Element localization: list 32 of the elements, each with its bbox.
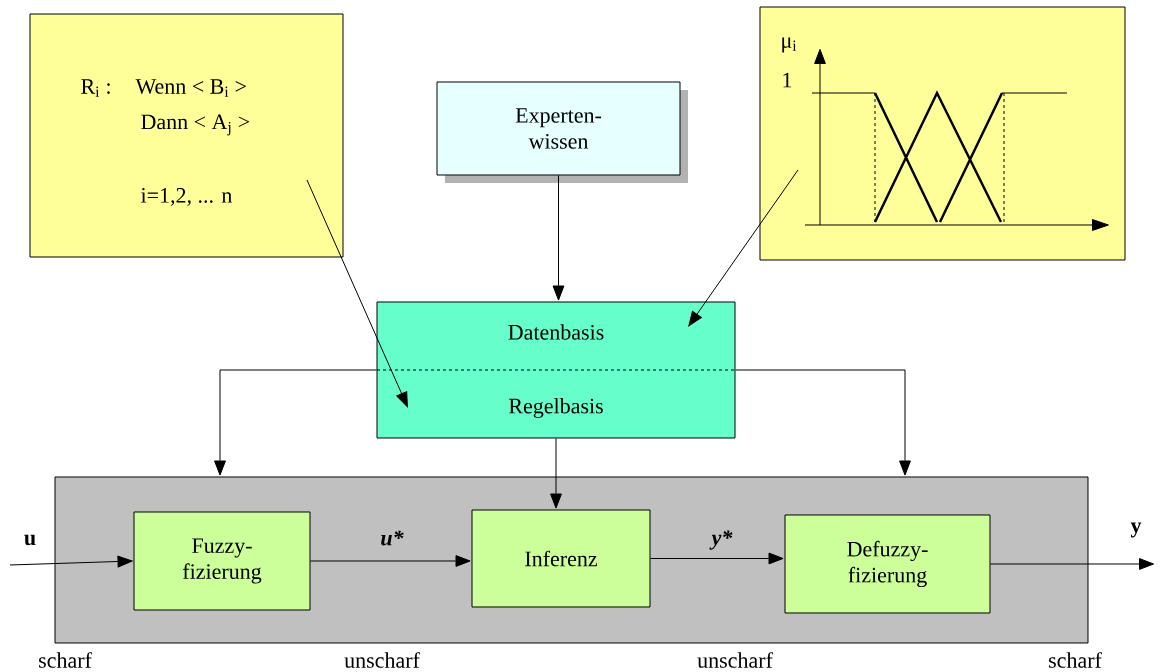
- edge-label: y*: [709, 530, 733, 550]
- arrow: [735, 369, 911, 476]
- edge-label: u: [24, 534, 36, 546]
- signal-label: unscharf: [344, 652, 420, 668]
- rule-text: Wenn < B$_{i}$ >: [135, 79, 246, 97]
- signal-label: scharf: [1049, 652, 1102, 668]
- arrow: [9, 555, 133, 568]
- signal-label: scharf: [39, 652, 92, 668]
- edge-label: u*: [381, 530, 404, 546]
- signal-label: unscharf: [697, 652, 773, 668]
- rule-text: R$_{i}$ :: [81, 79, 110, 97]
- process-box: Inferenz: [471, 509, 651, 608]
- arrow: [650, 552, 784, 565]
- section-label: Regelbasis: [509, 398, 603, 418]
- rule-text: Dann < A$_{j}$ >: [141, 114, 250, 136]
- process-box: Defuzzy- fizierung: [784, 514, 991, 614]
- arrow: [550, 438, 562, 509]
- axis-label: 1: [783, 72, 792, 88]
- arrow: [688, 169, 799, 327]
- arrow: [214, 369, 377, 476]
- arrow: [552, 175, 565, 301]
- process-box: Fuzzy- fizierung: [133, 511, 311, 611]
- knowledge-base-box: [376, 301, 736, 439]
- process-box: Experten- wissen: [436, 81, 681, 176]
- chart-box: [759, 6, 1126, 261]
- arrow: [306, 179, 408, 408]
- edge-label: y: [1130, 522, 1142, 538]
- axis-label: μ$_{i}$: [782, 37, 797, 53]
- arrow: [310, 555, 471, 567]
- arrow: [990, 558, 1155, 570]
- section-label: Datenbasis: [508, 324, 604, 340]
- rule-text: i=1,2, ... n: [140, 188, 232, 206]
